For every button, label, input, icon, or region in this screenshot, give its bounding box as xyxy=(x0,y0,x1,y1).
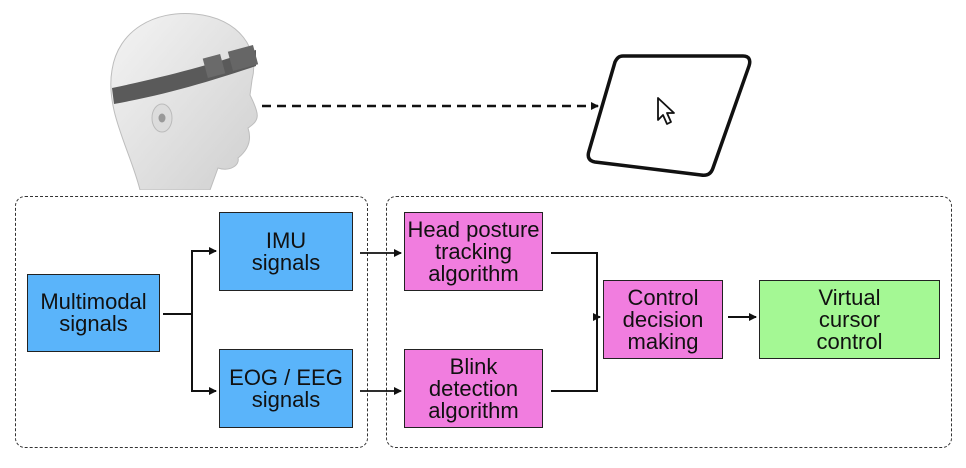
multimodal-signals-label: Multimodal signals xyxy=(40,289,147,336)
blink-detection-label: Blink detection algorithm xyxy=(428,353,519,423)
edge-head-posture-to-control xyxy=(551,252,598,317)
virtual-cursor-control-box: Virtual cursor control xyxy=(759,280,940,359)
head-posture-tracking-label: Head posture tracking algorithm xyxy=(407,216,540,286)
mouse-pointer-icon xyxy=(657,97,675,125)
blink-detection-box: Blink detection algorithm xyxy=(404,349,543,428)
control-decision-box: Control decision making xyxy=(603,280,723,359)
edge-multimodal-to-imu xyxy=(163,247,217,315)
imu-signals-label: IMU signals xyxy=(251,227,321,275)
head-illustration xyxy=(110,12,259,190)
control-decision-label: Control decision making xyxy=(622,284,704,354)
edge-blink-to-control xyxy=(551,317,598,392)
tablet-illustration xyxy=(586,54,752,177)
edge-multimodal-to-eog xyxy=(191,314,217,395)
virtual-cursor-control-label: Virtual cursor control xyxy=(816,284,883,354)
multimodal-signals-box: Multimodal signals xyxy=(27,274,160,352)
imu-signals-box: IMU signals xyxy=(219,212,353,291)
eog-eeg-signals-label: EOG / EEG signals xyxy=(229,364,343,412)
eog-eeg-signals-box: EOG / EEG signals xyxy=(219,349,353,428)
processing-group xyxy=(386,196,952,448)
head-posture-tracking-box: Head posture tracking algorithm xyxy=(404,212,543,291)
signal-acquisition-group xyxy=(15,196,368,448)
